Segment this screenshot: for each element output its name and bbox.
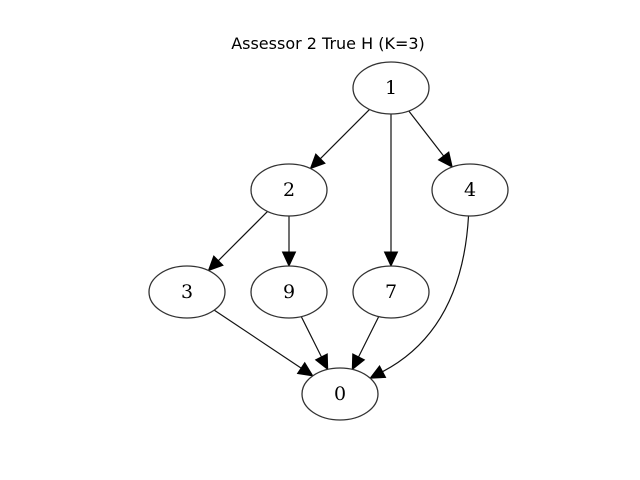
arrowhead-icon [207,255,224,272]
node-label: 0 [334,383,346,405]
edge-7-to-0 [351,316,380,371]
node-4: 4 [431,163,509,217]
edge-line [408,110,445,157]
edges-layer [207,109,470,379]
node-ellipse [250,265,328,319]
node-ellipse [431,163,509,217]
arrowhead-icon [351,353,366,371]
node-ellipse [250,163,328,217]
edge-line [213,309,302,369]
node-label: 1 [385,77,397,99]
arrowhead-icon [437,151,453,168]
node-label: 3 [181,281,193,303]
edge-line [382,215,470,373]
node-ellipse [352,265,430,319]
node-9: 9 [250,265,328,319]
node-2: 2 [250,163,328,217]
node-label: 2 [283,179,295,201]
edge-line [319,109,370,160]
edge-3-to-0 [213,309,314,377]
arrowhead-icon [296,361,314,377]
arrowhead-icon [369,364,387,379]
edge-1-to-7 [383,114,399,268]
node-ellipse [352,61,430,115]
edge-1-to-4 [408,110,453,168]
node-0: 0 [301,367,379,421]
arrowhead-icon [309,153,326,170]
arrowhead-icon [383,251,399,268]
diagram-title: Assessor 2 True H (K=3) [231,34,425,53]
node-ellipse [148,265,226,319]
arrowhead-icon [314,353,329,371]
node-ellipse [301,367,379,421]
nodes-layer: 1 2 4 3 9 7 0 [148,61,509,421]
node-label: 7 [385,281,397,303]
edge-line [358,316,380,358]
edge-2-to-3 [207,211,268,272]
edge-9-to-0 [300,316,329,371]
node-7: 7 [352,265,430,319]
edge-1-to-2 [309,109,370,170]
node-1: 1 [352,61,430,115]
edge-line [300,316,322,358]
arrowhead-icon [281,251,297,268]
node-label: 4 [464,179,476,201]
node-3: 3 [148,265,226,319]
edge-4-to-0 [369,215,470,379]
edge-line [217,211,268,262]
edge-2-to-9 [281,216,297,268]
node-label: 9 [283,281,295,303]
